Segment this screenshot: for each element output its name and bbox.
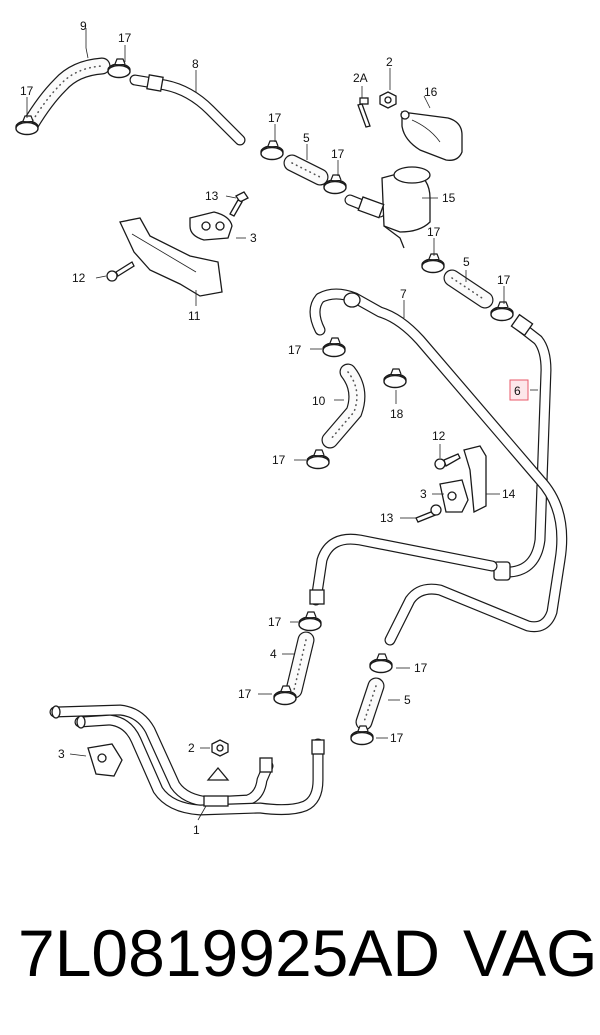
bolt-13-bottom[interactable] [415, 504, 442, 523]
pipe-8[interactable] [129, 74, 246, 146]
callout-2a: 2A [353, 71, 368, 85]
callout-7: 7 [400, 287, 407, 301]
callout-14: 14 [502, 487, 516, 501]
hose-clamp[interactable] [306, 449, 330, 470]
hose-10[interactable] [321, 363, 366, 449]
callout-13-top: 13 [205, 189, 219, 203]
holder-3-mid[interactable] [439, 479, 469, 513]
parts-diagram: 9 17 17 8 2 2A 16 17 5 17 13 15 3 17 5 1… [15, 19, 568, 837]
leader-lines [26, 28, 538, 821]
callout-3-bottom: 3 [58, 747, 65, 761]
callout-8: 8 [192, 57, 199, 71]
nut-2[interactable] [379, 91, 397, 109]
pipe-1[interactable] [49, 704, 325, 816]
holder-3-bottom[interactable] [87, 743, 123, 777]
callout-2-top: 2 [386, 55, 393, 69]
callout-1: 1 [193, 823, 200, 837]
bolt-12-left[interactable] [106, 261, 135, 282]
hose-clamp[interactable] [107, 58, 131, 79]
hose-clamp[interactable] [369, 653, 393, 674]
pipe-7[interactable] [309, 288, 568, 646]
part-number: 7L0819925AD [18, 916, 441, 990]
callout-17-l: 17 [390, 731, 404, 745]
pipe-6[interactable] [493, 313, 552, 581]
callout-17-b: 17 [20, 84, 34, 98]
bracket-11[interactable] [119, 217, 223, 297]
hose-5-mid[interactable] [443, 269, 494, 309]
callout-17-g: 17 [288, 343, 302, 357]
callout-6: 6 [514, 384, 521, 398]
callout-9: 9 [80, 19, 87, 33]
callout-17-d: 17 [331, 147, 345, 161]
callout-3-top: 3 [250, 231, 257, 245]
callout-17-j: 17 [414, 661, 428, 675]
callout-17-c: 17 [268, 111, 282, 125]
callout-12-right: 12 [432, 429, 446, 443]
hose-9[interactable] [21, 57, 111, 134]
bolt-13-top[interactable] [229, 191, 249, 217]
bracket-16[interactable] [400, 110, 463, 161]
callout-17-k: 17 [238, 687, 252, 701]
valve-15[interactable] [344, 166, 431, 249]
hose-clamp[interactable] [350, 725, 374, 746]
nut-2-bottom[interactable] [211, 739, 229, 757]
callout-12-left: 12 [72, 271, 86, 285]
hose-clamp[interactable] [490, 301, 514, 322]
hose-clamp[interactable] [260, 140, 284, 161]
callout-17-i: 17 [268, 615, 282, 629]
callout-5-mid: 5 [463, 255, 470, 269]
callout-15: 15 [442, 191, 456, 205]
callout-3-mid: 3 [420, 487, 427, 501]
callout-2-bottom: 2 [188, 741, 195, 755]
callout-5-bottom: 5 [404, 693, 411, 707]
callout-17-h: 17 [272, 453, 286, 467]
bracket-14[interactable] [463, 445, 487, 514]
callout-6-highlight [509, 379, 529, 401]
hose-clamp[interactable] [421, 253, 445, 274]
hose-5-bottom[interactable] [355, 677, 385, 731]
callout-16: 16 [424, 85, 438, 99]
callout-17-f: 17 [497, 273, 511, 287]
holder-3-top[interactable] [189, 211, 233, 241]
callout-11: 11 [188, 309, 201, 323]
bolt-2a[interactable] [357, 97, 371, 128]
brand-label: VAG [463, 916, 598, 990]
hose-5-top[interactable] [283, 154, 329, 186]
hose-clamp-18[interactable] [383, 368, 407, 389]
callout-18: 18 [390, 407, 404, 421]
callout-17-a: 17 [118, 31, 132, 45]
callout-5-top: 5 [303, 131, 310, 145]
bolt-12-right[interactable] [434, 453, 461, 470]
callout-13-bottom: 13 [380, 511, 394, 525]
callout-17-e: 17 [427, 225, 441, 239]
hose-clamp[interactable] [298, 611, 322, 632]
hose-clamp[interactable] [322, 337, 346, 358]
callout-4: 4 [270, 647, 277, 661]
hose-4[interactable] [285, 631, 315, 699]
callout-labels: 9 17 17 8 2 2A 16 17 5 17 13 15 3 17 5 1… [20, 19, 529, 837]
callout-10: 10 [312, 394, 326, 408]
